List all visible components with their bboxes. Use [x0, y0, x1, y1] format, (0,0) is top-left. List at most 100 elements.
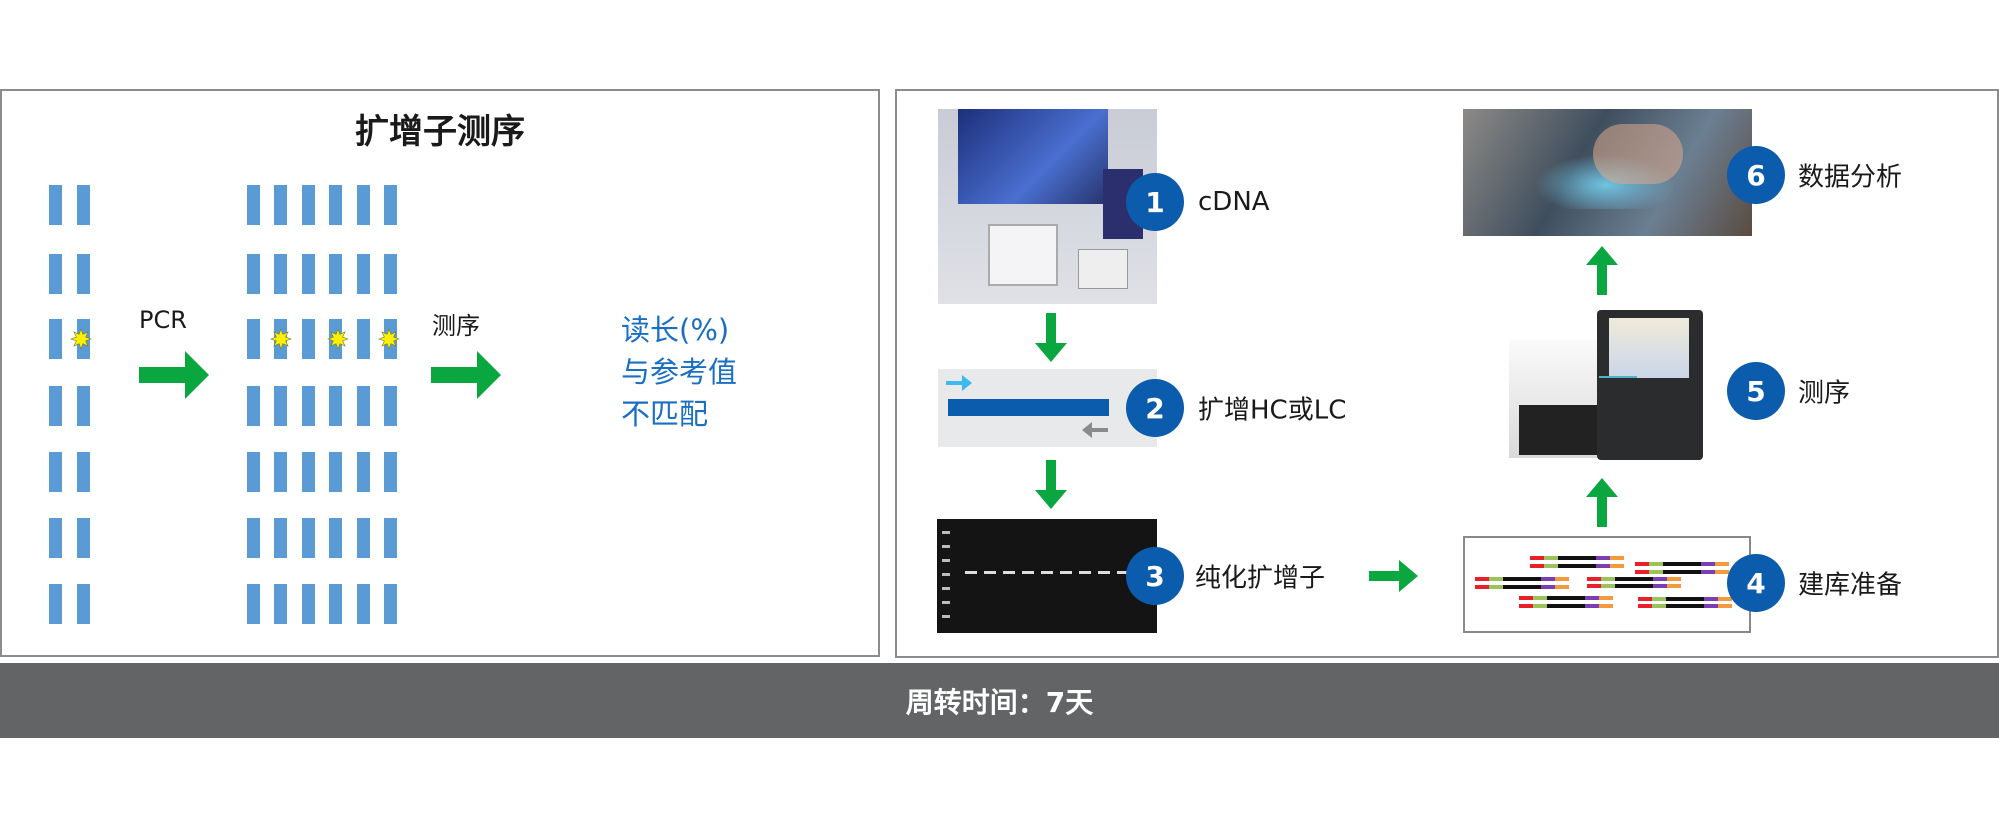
- step-label-6: 数据分析: [1798, 162, 1903, 193]
- turnaround-time-text: 周转时间：7天: [905, 685, 1094, 719]
- amplification-diagram: [938, 369, 1157, 447]
- result-line: 读长(%): [621, 313, 730, 347]
- dna-strand-bar: [357, 319, 370, 359]
- library-fragment: [1475, 577, 1571, 581]
- step-label-1: cDNA: [1198, 187, 1270, 217]
- dna-strand-bar: [329, 386, 342, 426]
- library-fragment: [1519, 596, 1615, 600]
- dna-strand-bar: [274, 254, 287, 294]
- step-label-2: 扩增HC或LC: [1198, 395, 1347, 426]
- panel-title: 扩增子测序: [355, 112, 525, 152]
- dna-strand-bar: [77, 254, 90, 294]
- dna-strand-bar: [357, 254, 370, 294]
- dna-strand-bar: [302, 452, 315, 492]
- dna-strand-bar: [357, 518, 370, 558]
- dna-strand-bar: [247, 319, 260, 359]
- dna-strand-bar: [384, 518, 397, 558]
- arrow-right-icon: [431, 351, 501, 399]
- dna-strand-bar: [49, 185, 62, 225]
- dna-strand-bar: [274, 386, 287, 426]
- library-fragment: [1635, 562, 1731, 566]
- dna-strand-bar: [384, 584, 397, 624]
- dna-strand-bar: [357, 185, 370, 225]
- forward-primer-arrow-icon: [946, 375, 972, 391]
- dna-strand-bar: [384, 386, 397, 426]
- dna-strand-bar: [302, 185, 315, 225]
- reverse-primer-arrow-icon: [1082, 422, 1108, 438]
- cdna-instrument-image: [938, 109, 1157, 304]
- step-badge-5: 5: [1727, 362, 1785, 420]
- data-analysis-image: [1463, 109, 1752, 236]
- dna-strand-bar: [302, 386, 315, 426]
- result-line: 不匹配: [621, 397, 709, 431]
- dna-strand-bar: [302, 319, 315, 359]
- dna-strand-bar: [357, 386, 370, 426]
- dna-strand-bar: [329, 584, 342, 624]
- dna-strand-bar: [247, 452, 260, 492]
- sequencing-label: 测序: [432, 312, 480, 340]
- dna-strand-bar: [384, 254, 397, 294]
- dna-strand-bar: [247, 386, 260, 426]
- dna-strand-bar: [77, 185, 90, 225]
- dna-strand-bar: [77, 386, 90, 426]
- dna-strand-bar: [77, 584, 90, 624]
- step-label-4: 建库准备: [1798, 570, 1903, 601]
- mutation-star-icon: [378, 328, 400, 350]
- mismatch-result-text: 读长(%) 与参考值 不匹配: [621, 309, 737, 435]
- turnaround-time-banner: 周转时间：7天: [0, 663, 1999, 738]
- dna-strand-bar: [302, 518, 315, 558]
- mutation-star-icon: [270, 328, 292, 350]
- dna-strand-bar: [49, 386, 62, 426]
- dna-strand-bar: [77, 518, 90, 558]
- step-badge-6: 6: [1727, 146, 1785, 204]
- dna-strand-bar: [357, 452, 370, 492]
- library-fragment: [1638, 604, 1734, 608]
- dna-strand-bar: [247, 185, 260, 225]
- library-fragment: [1587, 577, 1683, 581]
- dna-strand-bar: [302, 254, 315, 294]
- dna-strand-bar: [77, 452, 90, 492]
- step-badge-1: 1: [1126, 173, 1184, 231]
- dna-strand-bar: [329, 452, 342, 492]
- step-badge-2: 2: [1126, 379, 1184, 437]
- dna-strand-bar: [329, 518, 342, 558]
- dna-strand-bar: [49, 254, 62, 294]
- dna-strand-bar: [384, 452, 397, 492]
- mutation-star-icon: [327, 328, 349, 350]
- dna-strand-bar: [49, 319, 62, 359]
- dna-strand-bar: [49, 452, 62, 492]
- mutation-star-icon: [70, 328, 92, 350]
- arrow-up-icon: [1586, 478, 1618, 527]
- dna-strand-bar: [329, 254, 342, 294]
- dna-strand-bar: [247, 518, 260, 558]
- step-badge-3: 3: [1126, 547, 1184, 605]
- library-fragment: [1638, 597, 1734, 601]
- dna-strand-bar: [302, 584, 315, 624]
- arrow-right-icon: [139, 351, 209, 399]
- gel-image: [937, 519, 1157, 633]
- library-fragment: [1587, 584, 1683, 588]
- library-fragment: [1635, 570, 1731, 574]
- dna-strand-bar: [274, 584, 287, 624]
- arrow-up-icon: [1586, 246, 1618, 295]
- dna-strand-bar: [49, 518, 62, 558]
- arrow-down-icon: [1035, 460, 1067, 509]
- dna-strand-bar: [247, 254, 260, 294]
- step-label-3: 纯化扩增子: [1195, 563, 1326, 594]
- dna-strand-bar: [274, 185, 287, 225]
- library-fragment: [1519, 604, 1615, 608]
- dna-strand-bar: [384, 185, 397, 225]
- library-fragment: [1530, 556, 1626, 560]
- dna-strand-bar: [329, 185, 342, 225]
- library-fragment: [1475, 585, 1571, 589]
- result-line: 与参考值: [621, 355, 738, 389]
- pcr-label: PCR: [139, 306, 187, 334]
- arrow-down-icon: [1035, 313, 1067, 362]
- dna-strand-bar: [274, 452, 287, 492]
- sequencer-image: [1509, 310, 1703, 463]
- dna-strand-bar: [357, 584, 370, 624]
- dna-strand-bar: [274, 518, 287, 558]
- arrow-right-icon: [1369, 560, 1418, 592]
- step-badge-4: 4: [1727, 554, 1785, 612]
- library-fragment: [1530, 564, 1626, 568]
